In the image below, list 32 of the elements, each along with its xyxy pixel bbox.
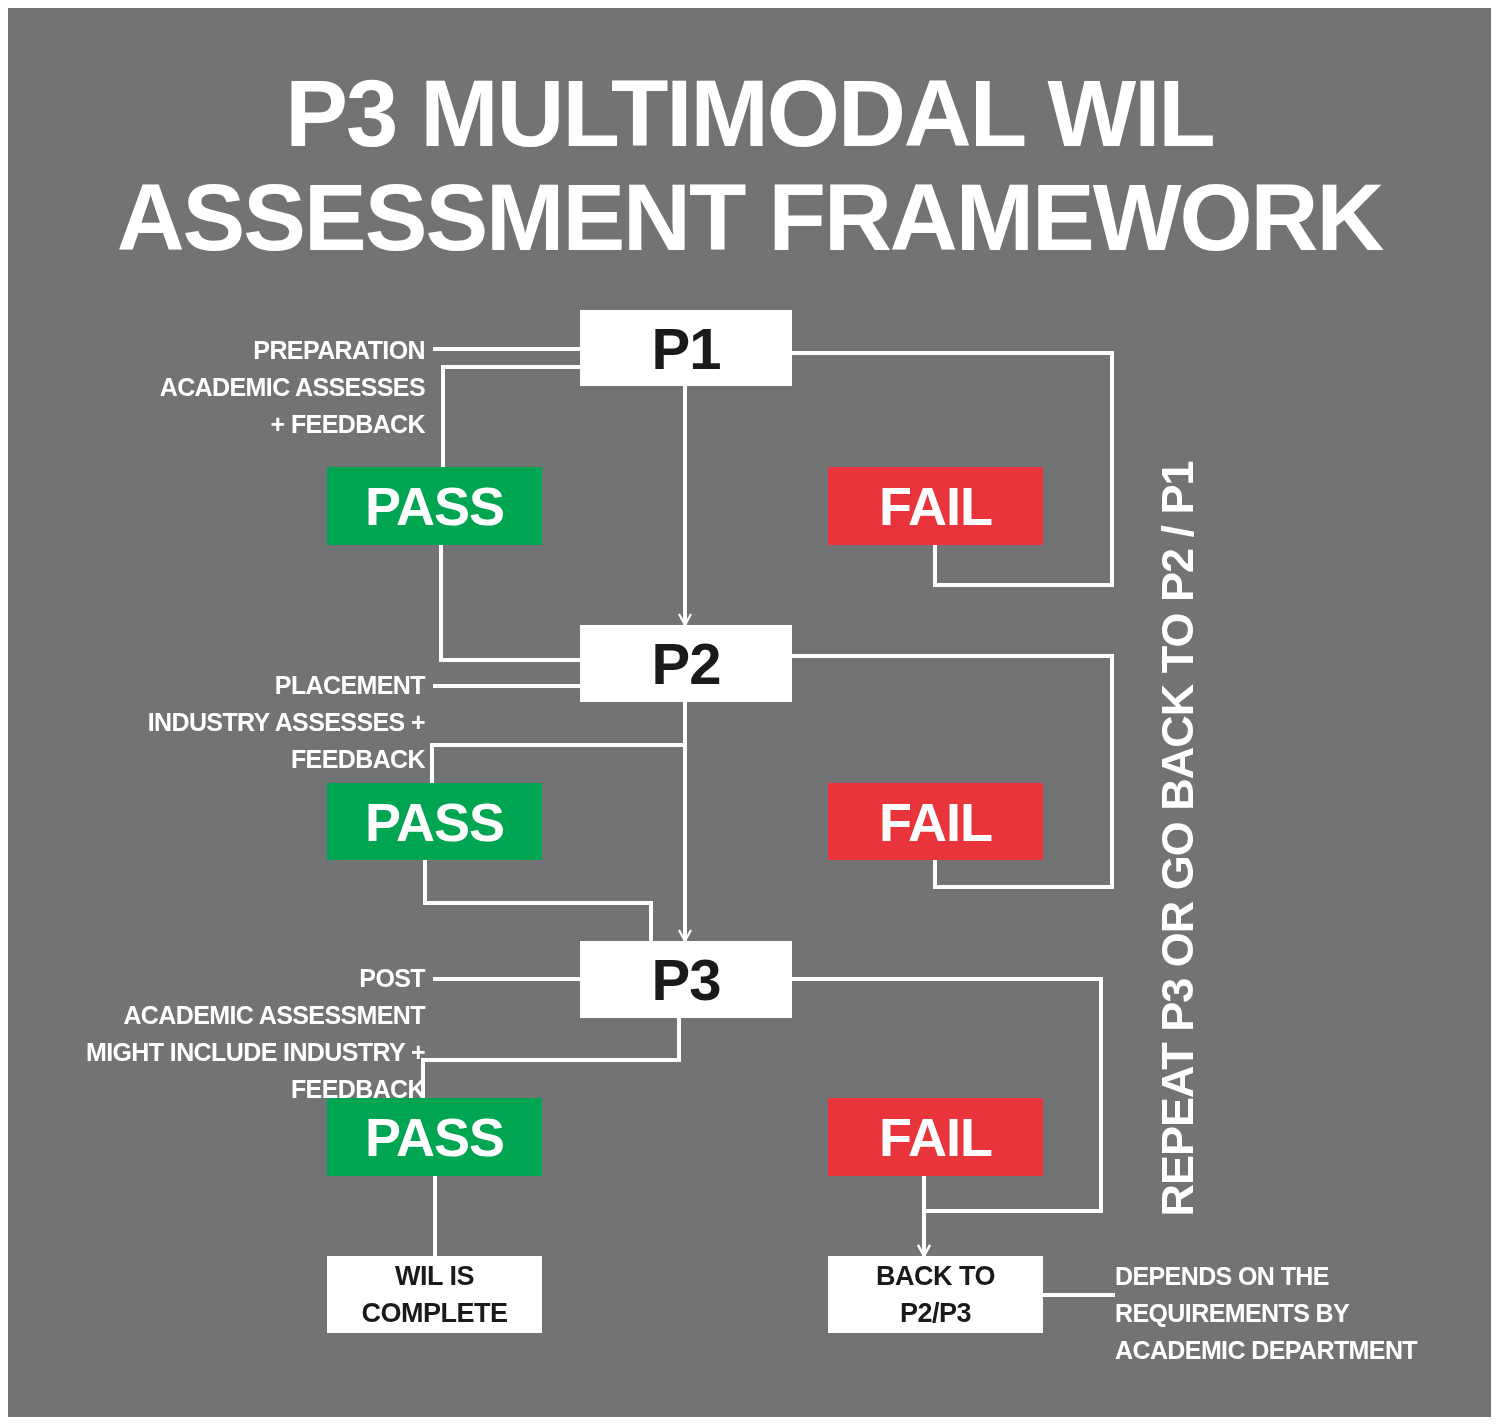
connector-line: [439, 545, 580, 662]
outcome-box: WIL IS COMPLETE: [327, 1256, 542, 1333]
annotation-text: POST: [358, 963, 425, 994]
stage-box: P1: [580, 310, 792, 386]
stage-box: P2: [580, 625, 792, 702]
connector-line: [433, 977, 580, 981]
stage-box: P3: [580, 941, 792, 1018]
connector-line: [421, 1018, 681, 1098]
connector-line: [423, 860, 653, 941]
connector-line: [433, 347, 580, 351]
fail-box: FAIL: [828, 783, 1043, 860]
fail-box: FAIL: [828, 467, 1043, 545]
annotation-text: DEPENDS ON THE REQUIREMENTS BY ACADEMIC DEPARTMENT: [1115, 1258, 1465, 1369]
connector-line: [433, 684, 580, 688]
pass-box: PASS: [327, 467, 542, 545]
arrow: [677, 386, 693, 627]
connector-line: [792, 351, 1114, 587]
annotation-text: INDUSTRY ASSESSES + FEEDBACK: [146, 707, 425, 775]
connector-line: [792, 654, 1114, 889]
connector-line: [441, 365, 580, 467]
annotation-text: PLACEMENT: [273, 670, 425, 701]
pass-box: PASS: [327, 783, 542, 860]
fail-box: FAIL: [828, 1098, 1043, 1176]
connector-line: [1043, 1293, 1115, 1297]
vertical-note: REPEAT P3 OR GO BACK TO P2 / P1: [1152, 461, 1204, 1217]
pass-box: PASS: [327, 1098, 542, 1176]
annotation-text: PREPARATION: [252, 335, 425, 366]
arrow: [916, 1176, 932, 1258]
outcome-box: BACK TO P2/P3: [828, 1256, 1043, 1333]
connector-line: [433, 1176, 437, 1256]
annotation-text: ACADEMIC ASSESSES + FEEDBACK: [158, 372, 425, 440]
title: P3 MULTIMODAL WIL ASSESSMENT FRAMEWORK: [115, 62, 1384, 270]
